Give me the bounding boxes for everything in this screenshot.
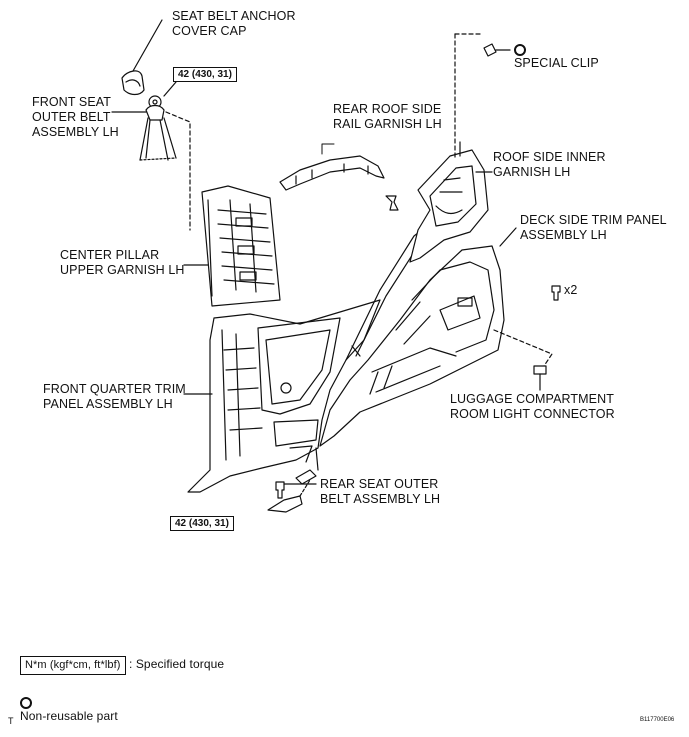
seat-belt-anchor-cover-cap-part [121,19,163,96]
label-roof-side-inner-garnish: ROOF SIDE INNER GARNISH LH [493,150,606,179]
legend-torque: N*m (kgf*cm, ft*lbf) : Specified torque [20,656,224,675]
legend-torque-box: N*m (kgf*cm, ft*lbf) [20,656,126,675]
label-rear-roof-side-rail-garnish: REAR ROOF SIDE RAIL GARNISH LH [333,102,442,131]
label-center-pillar-upper-garnish: CENTER PILLAR UPPER GARNISH LH [60,248,185,277]
corner-mark: T [8,716,14,726]
clip-x2-part [551,285,561,301]
label-special-clip: SPECIAL CLIP [514,44,599,71]
legend-torque-text: : Specified torque [128,657,225,671]
torque-spec-bottom: 42 (430, 31) [170,516,234,531]
front-quarter-trim-panel-part [183,299,381,493]
deck-side-trim-panel-part [319,227,553,447]
label-front-seat-outer-belt: FRONT SEAT OUTER BELT ASSEMBLY LH [32,95,119,139]
label-rear-seat-outer-belt: REAR SEAT OUTER BELT ASSEMBLY LH [320,477,441,506]
label-seat-belt-anchor-cover-cap: SEAT BELT ANCHOR COVER CAP [172,9,296,38]
rear-roof-side-rail-garnish-part [279,143,385,191]
luggage-light-connector-part [533,365,547,391]
label-front-quarter-trim-panel: FRONT QUARTER TRIM PANEL ASSEMBLY LH [43,382,186,411]
legend-non-reusable: Non-reusable part [20,697,118,724]
rear-seat-outer-belt-part [267,469,317,513]
label-luggage-room-light-connector: LUGGAGE COMPARTMENT ROOM LIGHT CONNECTOR [450,392,615,421]
non-reusable-ring-icon [20,697,32,709]
special-clip-part [483,43,511,57]
figure-code: B117700E06 [640,717,675,723]
label-quantity-x2: x2 [564,283,578,297]
label-deck-side-trim-panel: DECK SIDE TRIM PANEL ASSEMBLY LH [520,213,667,242]
roof-side-inner-garnish-part [409,141,493,263]
rail-clip-part [385,195,399,211]
center-pillar-upper-garnish-part [183,185,281,307]
torque-spec-top: 42 (430, 31) [173,67,237,82]
non-reusable-ring-icon [514,44,526,56]
front-seat-outer-belt-part [111,81,177,161]
